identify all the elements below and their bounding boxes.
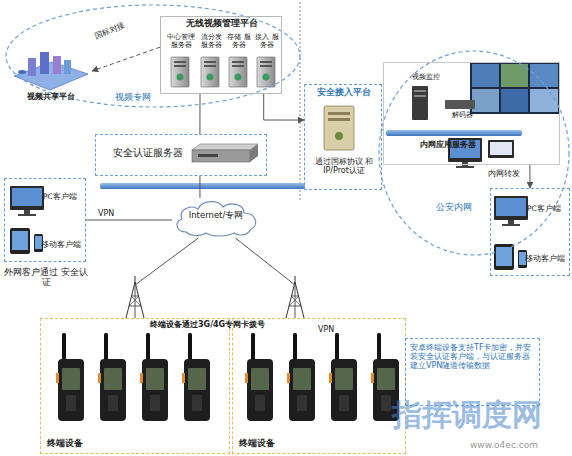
- watermark: www.o4ec.com: [470, 441, 538, 451]
- node-text: 终端设备: [239, 439, 299, 449]
- node-text: 无线视频管理平台: [161, 19, 283, 29]
- server-group: 视频监控解码器内网应用服务器: [383, 62, 560, 165]
- platform-box: 中心管理 服务器流分发 服务器存储 服务器接入 服务器 无线视频管理平台: [160, 16, 282, 94]
- node-text: 流分发 服务器: [197, 33, 225, 49]
- edge-label: VPN: [98, 210, 114, 219]
- platform-box: 视频共享平台: [10, 38, 92, 104]
- server-box: 中心管理 服务器: [166, 33, 196, 57]
- node-text: 公安内网: [436, 202, 496, 212]
- node-text: PC客户端: [527, 205, 571, 214]
- node-text: 通过国标协议 和IP/Prot认证: [307, 157, 381, 175]
- note-box: 安卓终端设备支持TF卡加密，并安装安全认证客户端，与认证服务器建立VPN隧道传输…: [405, 338, 540, 406]
- connector: [529, 165, 530, 188]
- node-text: 存储 服务器: [226, 33, 252, 49]
- node-text: 安全接入平台: [305, 88, 383, 98]
- server-box: 接入 服务器: [253, 33, 281, 57]
- connector: [92, 47, 160, 71]
- zone-ellipse: [6, 5, 300, 107]
- connector: [135, 238, 198, 318]
- node-text: PC客户端: [43, 193, 87, 202]
- zone-ellipse: [379, 51, 569, 255]
- node-text: 安全认证服务器: [104, 148, 192, 159]
- node-text: Internet/专网: [172, 211, 260, 221]
- node-text: 视频监控: [406, 73, 446, 81]
- edge-label: 国标对接: [94, 21, 127, 41]
- terminal-group: 终端设备: [232, 318, 406, 454]
- connector: [382, 129, 383, 130]
- network-cloud: Internet/专网: [172, 198, 260, 238]
- server-box: 存储 服务器: [226, 33, 252, 57]
- node-text: 终端设备: [47, 439, 107, 449]
- node-text: 解码器: [442, 111, 482, 119]
- edge-label: VPN: [318, 326, 334, 335]
- node-text: 移动客户端: [525, 255, 571, 264]
- auth-server: 安全认证服务器: [95, 134, 267, 176]
- connector: [235, 238, 295, 318]
- network-zone: 视频共享平台 中心管理 服务器流分发 服务器存储 服务器接入 服务器 无线视频管理平…: [5, 4, 301, 108]
- connector: [264, 94, 304, 120]
- client-box: PC客户端移动客户端外网客户通过 安全认证: [4, 178, 86, 262]
- node-text: 外网客户通过 安全认证: [3, 267, 89, 288]
- node-text: 移动客户端: [41, 241, 87, 250]
- node-text: 视频共享平台: [10, 92, 92, 101]
- node-text: 视频专网: [115, 92, 175, 102]
- note-label: 终端设备通过3G/4G专网卡拨号: [150, 321, 265, 330]
- client-box: PC客户端移动客户端: [490, 188, 570, 276]
- zone-outline: [378, 50, 570, 256]
- connector: [199, 176, 200, 198]
- edge-label: 内网转发: [488, 170, 520, 179]
- node-text: 安卓终端设备支持TF卡加密，并安装安全认证客户端，与认证服务器建立VPN隧道传输…: [410, 343, 537, 371]
- watermark: 指挥调度网: [392, 398, 542, 431]
- node-text: 中心管理 服务器: [166, 33, 196, 49]
- terminal-group: 终端设备: [40, 318, 230, 454]
- connector: [86, 220, 172, 221]
- connector: [199, 94, 200, 134]
- node-text: 接入 服务器: [253, 33, 281, 49]
- node-text: 内网应用服务器: [408, 140, 488, 149]
- network-zone: 视频监控解码器内网应用服务器公安内网: [378, 50, 570, 256]
- access-platform: 安全接入平台通过国标协议 和IP/Prot认证: [304, 84, 382, 190]
- server-box: 流分发 服务器: [197, 33, 225, 57]
